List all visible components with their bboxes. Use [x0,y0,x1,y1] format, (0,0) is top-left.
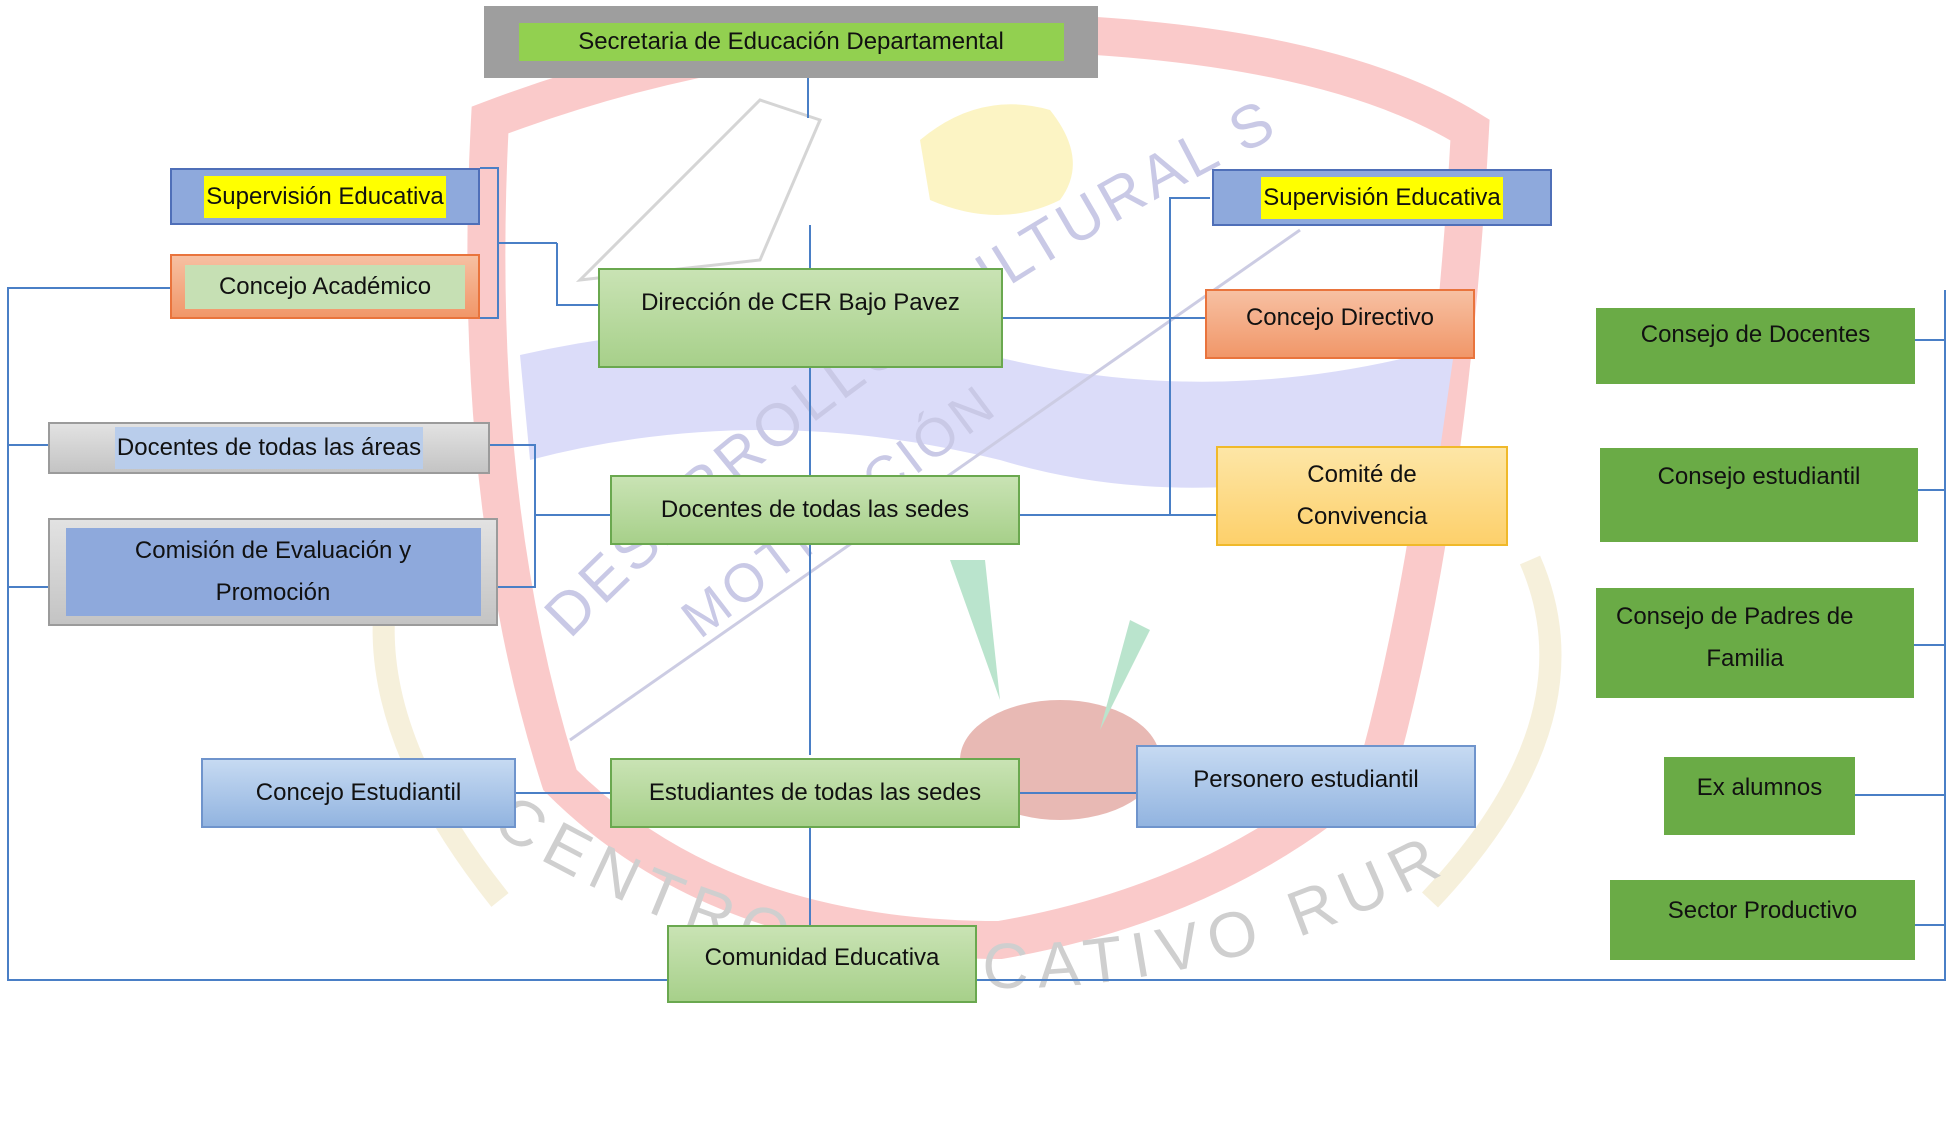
node-concejo-directivo: Concejo Directivo [1205,289,1475,359]
node-label: Comunidad Educativa [704,944,940,971]
node-concejo-estudiantil: Concejo Estudiantil [201,758,516,828]
node-label: Estudiantes de todas las sedes [648,779,982,806]
node-concejo-academico: Concejo Académico [170,254,480,319]
node-label: Concejo Directivo [1245,304,1435,331]
connector [480,167,499,319]
node-padres: Consejo de Padres de Familia [1596,588,1914,698]
laurel-right [1422,555,1562,908]
node-sector-productivo: Sector Productivo [1610,880,1915,960]
node-label: Sector Productivo [1667,897,1858,924]
node-label-line2: Convivencia [1296,503,1428,530]
node-label-line2: Promoción [215,579,331,606]
node-label: Consejo estudiantil [1657,463,1861,490]
node-estudiantes-sedes: Estudiantes de todas las sedes [610,758,1020,828]
node-label: Dirección de CER Bajo Pavez [641,289,960,316]
node-label: Supervisión Educativa [1261,176,1503,219]
node-label: Concejo Estudiantil [255,779,462,806]
node-label: Concejo Académico [218,272,432,300]
connector [7,287,667,981]
node-comite: Comité de Convivencia [1216,446,1508,546]
handshake-shape [920,104,1073,215]
node-personero: Personero estudiantil [1136,745,1476,828]
book-shape [575,98,823,282]
node-docentes-sedes: Docentes de todas las sedes [610,475,1020,545]
node-supervision-right: Supervisión Educativa [1212,169,1552,226]
node-label-line2: Familia [1706,645,1784,672]
node-label: Consejo de Docentes [1640,321,1871,348]
node-docentes-areas: Docentes de todas las áreas [48,422,490,474]
connector [977,290,1946,981]
node-comision: Comisión de Evaluación y Promoción [48,518,498,626]
leaf-shape [950,560,1000,700]
node-label-line1: Comisión de Evaluación y [134,537,412,564]
node-label: Docentes de todas las áreas [114,427,424,469]
node-label-line1: Consejo de Padres de [1616,603,1854,630]
node-direccion: Dirección de CER Bajo Pavez [598,268,1003,368]
node-consejo-docentes: Consejo de Docentes [1596,308,1915,384]
connector [556,243,598,306]
node-label-line1: Comité de [1307,461,1417,488]
node-label: Supervisión Educativa [204,175,446,218]
node-label: Personero estudiantil [1193,766,1419,793]
node-comunidad: Comunidad Educativa [667,925,977,1003]
node-secretaria: Secretaria de Educación Departamental [484,6,1098,78]
node-supervision-left: Supervisión Educativa [170,168,480,225]
node-ex-alumnos: Ex alumnos [1664,757,1855,835]
node-label: Secretaria de Educación Departamental [578,28,1004,55]
node-label: Docentes de todas las sedes [660,496,970,523]
connector [1020,197,1210,516]
node-consejo-estudiantil: Consejo estudiantil [1600,448,1918,542]
node-label: Ex alumnos [1696,774,1823,801]
leaf-shape [1100,620,1150,730]
